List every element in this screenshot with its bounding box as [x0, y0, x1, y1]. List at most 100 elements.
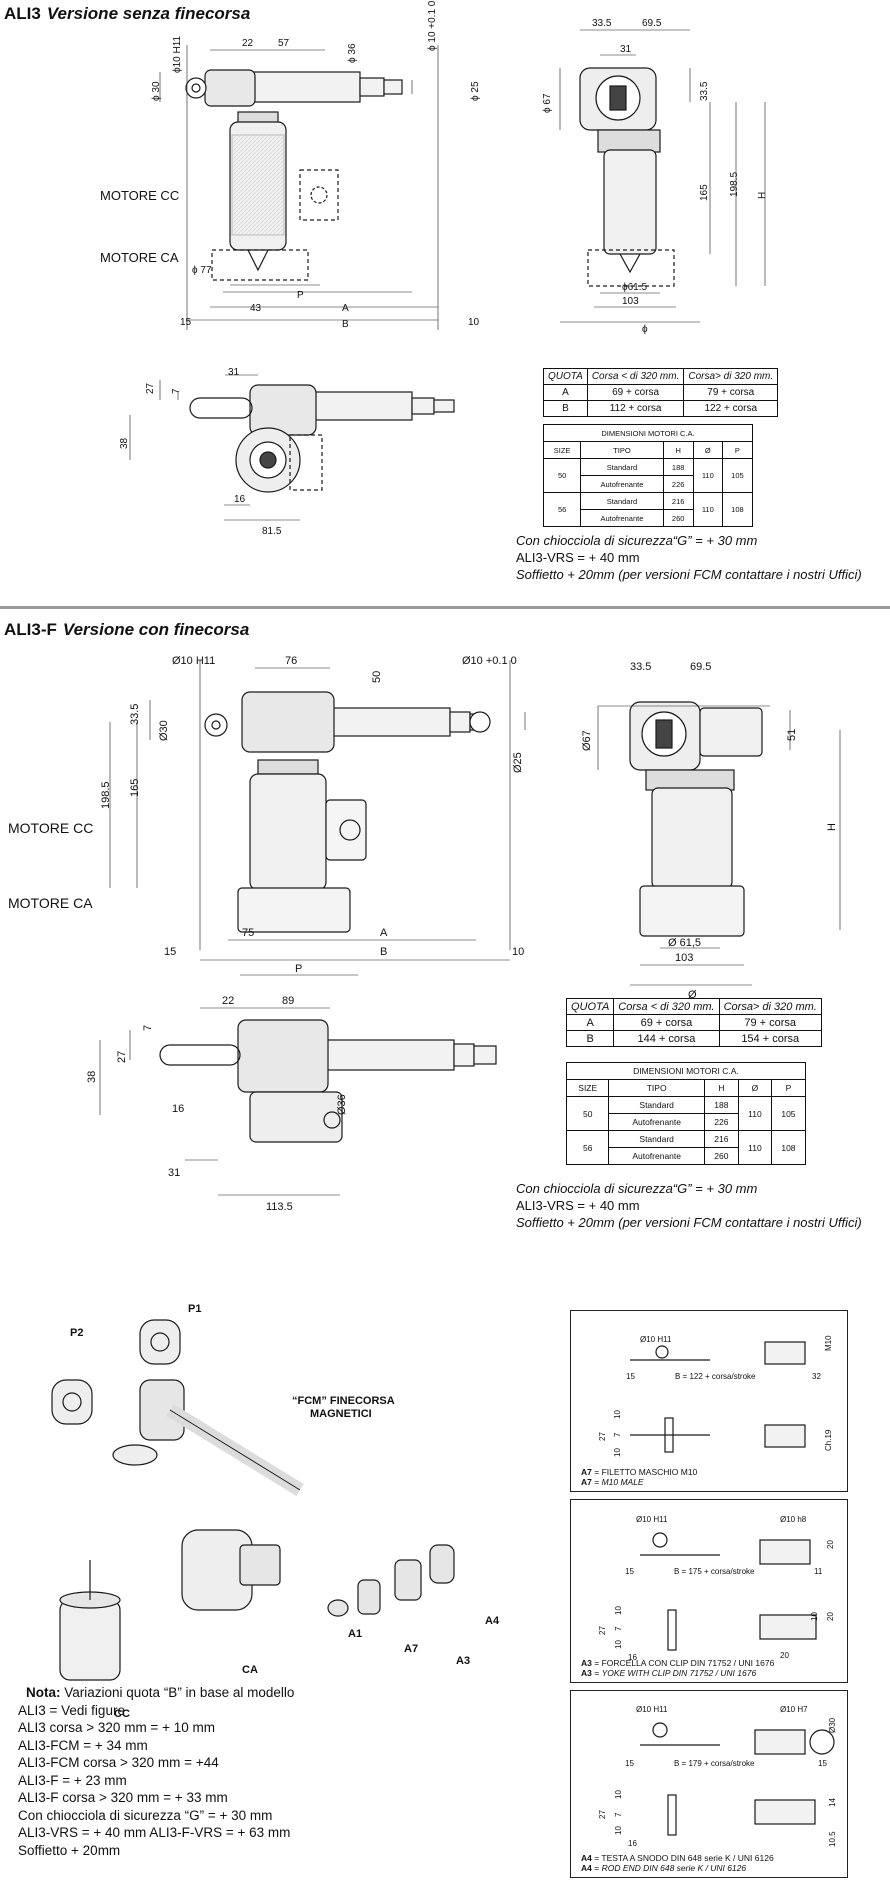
s1-dim-p: P: [297, 290, 304, 301]
exploded-label-a4: A4: [485, 1615, 500, 1627]
caption-code: A3: [581, 1658, 592, 1668]
s1-side-dim-1985: 198.5: [729, 172, 740, 197]
s1-dim-22: 22: [242, 38, 254, 49]
table-cell: Autofrenante: [580, 475, 664, 493]
caption-code: A4: [581, 1853, 592, 1863]
acc1-dim-32: 32: [812, 1372, 821, 1381]
acc3-dim-v7: 7: [614, 1812, 623, 1817]
s1-quota-table: QUOTA Corsa < di 320 mm. Corsa> di 320 m…: [543, 368, 779, 417]
s1-dim-43: 43: [250, 303, 262, 314]
caption-desc-en: M10 MALE: [601, 1477, 644, 1487]
table-cell: Standard: [580, 492, 664, 510]
s1-dim-25: ϕ 25: [470, 81, 481, 101]
table-cell: 105: [770, 1096, 807, 1131]
table-header: Ø: [692, 441, 723, 459]
s2-side-dim-phi: Ø: [688, 989, 697, 1001]
note-line: Con chiocciola di sicurezza“G” = + 30 mm: [516, 532, 862, 549]
table-row: Autofrenante 226: [567, 1113, 806, 1131]
table-row: A 69 + corsa 79 + corsa: [565, 1014, 822, 1031]
s2-top-dim-36: Ø36: [336, 1094, 348, 1115]
acc2-dim-v7: 7: [614, 1626, 623, 1631]
s2-dim-76: 76: [285, 655, 297, 667]
bottom-note-line: ALI3 corsa > 320 mm = + 10 mm: [18, 1720, 215, 1735]
exploded-view: [51, 1319, 455, 1681]
section1-subtitle: Versione senza finecorsa: [46, 4, 251, 23]
acc3-dim-v10b: 10: [614, 1826, 623, 1835]
s1-dim-d10h11: ϕ10 H11: [172, 35, 183, 73]
s1-dim-36: ϕ 36: [347, 43, 358, 63]
s1-side-dim-h: H: [757, 192, 768, 199]
note-text: Soffietto + 20mm (per versioni FCM conta…: [516, 1215, 862, 1230]
bottom-notes-title: Nota:: [26, 1685, 61, 1700]
s2-dim-10p: Ø10 +0.1 0: [462, 655, 517, 667]
table-header: P: [721, 441, 754, 459]
s2-dim-10: 10: [512, 946, 524, 958]
note-text: Con chiocciola di sicurezza“G” = + 30 mm: [516, 533, 758, 548]
caption-line-it: A3 = FORCELLA CON CLIP DIN 71752 / UNI 1…: [581, 1658, 775, 1668]
note-line: Soffietto + 20mm (per versioni FCM conta…: [516, 566, 862, 583]
section1-title: ALI3 Versione senza finecorsa: [4, 4, 250, 24]
exploded-label-a1: A1: [348, 1628, 362, 1640]
table-row: Autofrenante 260: [544, 509, 753, 527]
table-header: Corsa> di 320 mm.: [718, 998, 822, 1015]
table-title: DIMENSIONI MOTORI C.A.: [543, 424, 753, 442]
s2-dim-15: 15: [164, 946, 176, 958]
table-cell: Standard: [580, 458, 664, 476]
s2-top-dim-1135: 113.5: [266, 1201, 293, 1213]
s2-side-dim-695: 69.5: [690, 661, 711, 673]
bottom-notes: Nota: Variazioni quota “B” in base al mo…: [18, 1684, 294, 1859]
table-cell: 56: [542, 492, 582, 527]
caption-code: A4: [581, 1863, 592, 1873]
s2-side-dim-67: Ø67: [581, 730, 593, 751]
exploded-label-ca: CA: [242, 1664, 258, 1676]
s2-side-dim-103: 103: [675, 952, 693, 964]
s2-top-dim-31: 31: [168, 1167, 180, 1179]
table-header: QUOTA: [543, 368, 588, 385]
s1-side-dim-335: 33.5: [592, 18, 612, 29]
table-row: DIMENSIONI MOTORI C.A.: [566, 1062, 806, 1080]
acc2-dim-11: 11: [814, 1567, 823, 1576]
accessory-caption: A7 = FILETTO MASCHIO M10 A7 = M10 MALE: [581, 1467, 697, 1487]
table-cell: 226: [703, 1113, 739, 1131]
s2-notes: Con chiocciola di sicurezza“G” = + 30 mm…: [516, 1180, 862, 1231]
acc3-dim-15: 15: [625, 1759, 634, 1768]
acc2-dim-v16: 16: [628, 1653, 637, 1662]
s1-side-dim-335v: 33.5: [699, 81, 710, 101]
s1-top-dim-27: 27: [145, 382, 156, 394]
table-row: QUOTA Corsa < di 320 mm. Corsa> di 320 m…: [565, 998, 822, 1015]
table-row: DIMENSIONI MOTORI C.A.: [543, 424, 753, 442]
s1-dim-77: ϕ 77: [192, 265, 212, 276]
acc2-dim-v20c: 20: [780, 1651, 789, 1660]
exploded-label-fcm1: “FCM” FINECORSA: [292, 1395, 395, 1407]
s1-side-dim-695: 69.5: [642, 18, 662, 29]
acc1-dim-v10b: 10: [613, 1448, 622, 1457]
accessory-box-a3: A3 = FORCELLA CON CLIP DIN 71752 / UNI 1…: [570, 1499, 848, 1683]
bottom-note-line: ALI3-FCM corsa > 320 mm = +44: [18, 1755, 219, 1770]
table-header: QUOTA: [565, 998, 615, 1015]
section1-code: ALI3: [4, 4, 41, 23]
table-cell: 105: [721, 458, 754, 493]
acc2-dim-v10c: 10: [810, 1612, 819, 1621]
s1-side-dim-615: ϕ61.5: [622, 282, 648, 293]
caption-line-en: A3 = YOKE WITH CLIP DIN 71752 / UNI 1676: [581, 1668, 757, 1678]
s1-top-dim-31: 31: [228, 367, 240, 378]
s1-top-view: [129, 374, 455, 521]
acc3-dim-v105: 10.5: [828, 1831, 837, 1847]
caption-code: A7: [581, 1467, 592, 1477]
s2-top-dim-38: 38: [86, 1071, 98, 1083]
acc2-dim-d: Ø10 H11: [636, 1515, 668, 1524]
s2-dim-25: Ø25: [512, 752, 524, 773]
table-cell: Autofrenante: [608, 1113, 705, 1131]
table-header: H: [703, 1079, 739, 1097]
caption-desc-it: FORCELLA CON CLIP DIN 71752 / UNI 1676: [601, 1658, 775, 1668]
table-row: B 144 + corsa 154 + corsa: [565, 1030, 822, 1047]
s2-side-view: [597, 701, 841, 986]
s2-side-dim-51: 51: [786, 729, 798, 741]
s2-dim-p: P: [295, 963, 302, 975]
table-cell: 188: [703, 1096, 739, 1114]
acc1-dim-m: M10: [824, 1335, 833, 1351]
table-header: Ø: [737, 1079, 772, 1097]
table-header: Corsa < di 320 mm.: [586, 368, 685, 385]
acc3-dim-d30: Ø30: [828, 1717, 837, 1733]
table-row: 50 Standard 188 110 105: [542, 458, 754, 493]
